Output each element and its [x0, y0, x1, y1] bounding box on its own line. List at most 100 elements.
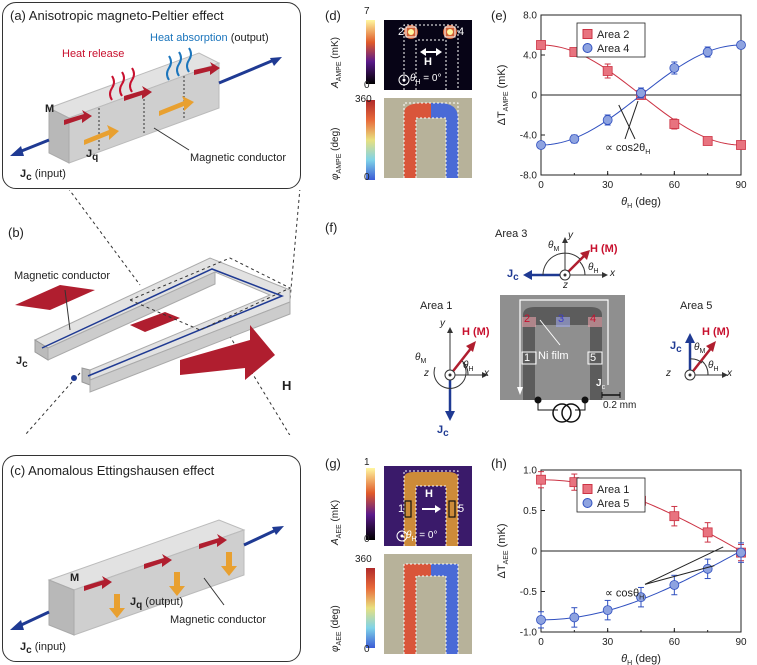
area1-h-arrow — [449, 346, 473, 376]
m-arrow-c-1 — [84, 576, 112, 591]
panel-f-diagram — [433, 237, 728, 423]
y-tick-label: -8.0 — [520, 171, 538, 182]
jc-arrow-head-right-c — [272, 526, 284, 535]
cbar-g-amp-label-sub: AEE — [336, 524, 343, 539]
d-area-2: 2 — [398, 26, 405, 38]
panel-g-tag: (g) — [325, 456, 341, 471]
panel-g-amplitude-image — [384, 466, 472, 546]
panel-c-conductor-label: Magnetic conductor — [170, 614, 266, 626]
jq-arrow-1 — [84, 125, 119, 145]
panel-c-title-text: Anomalous Ettingshausen effect — [28, 463, 215, 478]
data-point — [669, 119, 680, 129]
heat-release-label: Heat release — [62, 48, 125, 60]
f-area3-thetam: θM — [548, 240, 559, 253]
jc-arrow-head-left — [10, 146, 24, 156]
cbar-g-amp-label-main: A — [330, 538, 341, 545]
heat-release-wave-1 — [109, 75, 115, 101]
heat-release-wave-2 — [119, 71, 125, 97]
m-arrow-2 — [124, 86, 152, 101]
f-jc-sample-main: J — [596, 378, 602, 389]
f-area3-jc: Jc — [507, 268, 519, 283]
bar-end-face-c — [48, 579, 75, 636]
cbar-d-amp-label: AAMPE (mK) — [330, 37, 343, 88]
panel-d-phase-image — [384, 98, 472, 178]
data-point — [636, 88, 646, 98]
y-tick-label: -0.5 — [520, 587, 538, 598]
panel-a-diagram — [10, 47, 282, 164]
heat-pad-upper — [15, 285, 95, 310]
f-area5-x: x — [727, 368, 732, 379]
cbar-g-phase-label-sub: AEE — [336, 631, 343, 646]
panel-c-jq-label: Jq (output) — [130, 596, 183, 611]
series-fit-line — [540, 550, 742, 621]
cbar-g-amp-unit: (mK) — [330, 499, 341, 522]
panel-a-title-text: Anisotropic magneto-Peltier effect — [28, 8, 224, 23]
jq-arrow-c-1 — [109, 594, 125, 618]
h-field-arrow — [180, 325, 275, 380]
panel-c-jq-output: (output) — [145, 596, 184, 608]
annotation-label: ∝ cos2θH — [605, 142, 650, 156]
legend-marker — [582, 484, 593, 494]
cbar-d-phase-label-main: φ — [330, 173, 341, 180]
bar-end-face — [48, 107, 70, 164]
panel-a-jq-main: J — [86, 148, 93, 160]
f-area1-thetah-sub: H — [468, 366, 474, 373]
panel-c-diagram — [10, 519, 284, 636]
f-area1-thetam-sub: M — [420, 358, 427, 365]
panel-g-colorbars — [366, 468, 375, 648]
g-h-label: H — [425, 488, 433, 500]
zoom-line-top-1 — [68, 190, 141, 286]
panel-b-tag: (b) — [8, 225, 24, 240]
annotation-arrow — [644, 546, 724, 585]
f-area5-jc: Jc — [670, 340, 682, 355]
cbar-d-amp-max: 7 — [364, 6, 370, 17]
data-point — [636, 592, 646, 603]
f-area1-label: Area 1 — [420, 300, 453, 312]
annotation-arrow — [624, 100, 639, 140]
f-area1-y: y — [440, 318, 445, 329]
jq-arrow-c-3 — [221, 552, 237, 576]
legend-marker — [582, 29, 593, 39]
panel-c-jc-main: J — [20, 641, 27, 653]
area5-h-arrow — [689, 346, 713, 376]
f-area1-jc-main: J — [437, 424, 444, 436]
y-tick-label: 1.0 — [523, 466, 537, 477]
cbar-g-phase-max: 360 — [355, 554, 372, 565]
g-theta-sub: H — [411, 536, 417, 543]
g-area-5: 5 — [458, 503, 465, 515]
jc-arrow-line-left-c — [18, 610, 50, 628]
d-area-4: 4 — [458, 26, 465, 38]
data-point — [569, 134, 580, 144]
m-arrow-c-2 — [144, 554, 172, 569]
f-num-1: 1 — [524, 352, 531, 364]
y-tick-label: -4.0 — [520, 131, 538, 142]
panel-c-conductor-pointer — [203, 577, 225, 606]
y-tick-label: 4.0 — [523, 51, 537, 62]
phase-g-red — [404, 564, 431, 654]
f-area1-h-main: H — [462, 326, 470, 338]
data-point — [536, 474, 546, 485]
data-point — [736, 40, 746, 50]
x-tick-label: 0 — [538, 180, 544, 191]
d-theta-val: = 0° — [420, 73, 442, 84]
cbar-d-amp-label-sub: AMPE — [336, 61, 343, 82]
x-tick-label: 90 — [735, 180, 747, 191]
data-point — [602, 66, 613, 76]
panel-a-tag: (a) — [10, 8, 26, 23]
f-area5-label: Area 5 — [680, 300, 713, 312]
f-area1-m: (M) — [473, 326, 490, 338]
f-area3-x: x — [610, 268, 615, 279]
y-tick-label: 0 — [531, 547, 537, 558]
f-ni-film: Ni film — [538, 350, 569, 362]
data-point — [702, 527, 713, 538]
legend-label: Area 5 — [597, 498, 629, 510]
panel-c-tag: (c) — [10, 463, 26, 478]
panel-b-jc-main: J — [16, 355, 23, 367]
data-point — [669, 580, 680, 590]
d-theta-main: θ — [410, 73, 416, 84]
f-num-5: 5 — [590, 352, 597, 364]
zoom-line-top-2 — [289, 190, 301, 301]
heat-absorption-output: (output) — [230, 32, 269, 44]
zoom-line-bot-2 — [219, 319, 291, 435]
heat-absorption-text: Heat absorption — [150, 32, 228, 44]
